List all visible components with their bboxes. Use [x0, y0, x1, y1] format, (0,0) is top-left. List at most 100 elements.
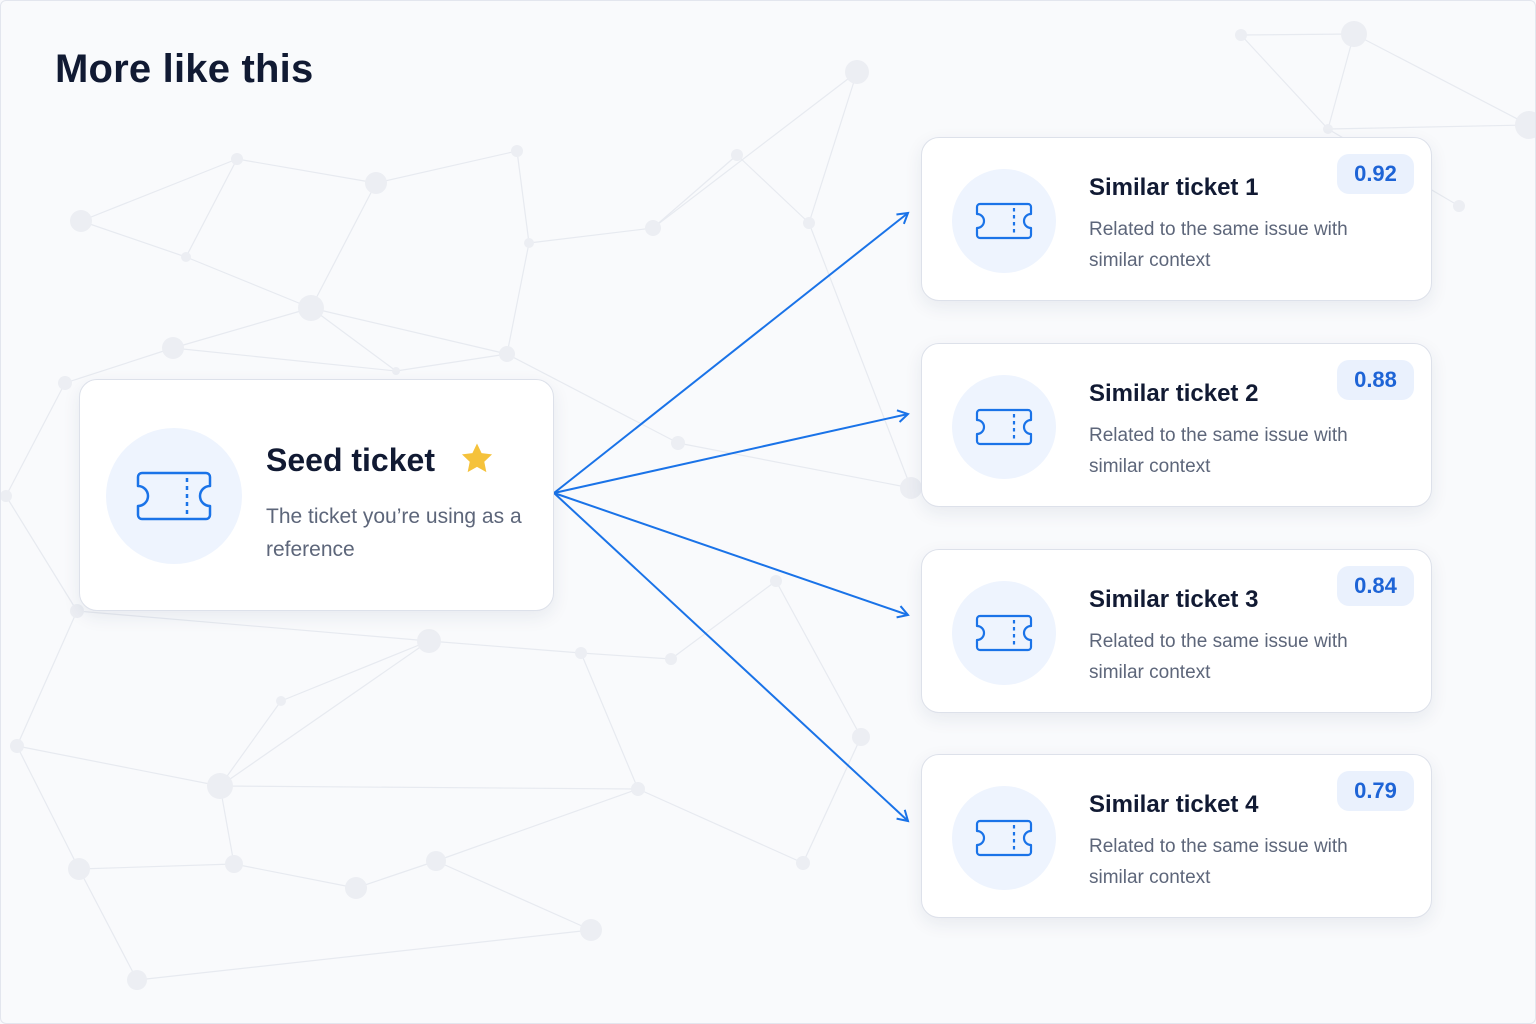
- network-edge: [677, 442, 912, 489]
- network-edge: [5, 382, 66, 497]
- network-node: [852, 728, 870, 746]
- network-node: [499, 346, 515, 362]
- network-edge: [219, 785, 235, 865]
- network-edge: [310, 307, 508, 355]
- network-node: [68, 858, 90, 880]
- network-edge: [185, 158, 238, 258]
- network-edge: [233, 863, 357, 889]
- network-edge: [76, 610, 430, 642]
- similarity-score-badge: 0.88: [1337, 360, 1414, 400]
- seed-ticket-icon-circle: [106, 428, 242, 564]
- similar-ticket-card-2[interactable]: Similar ticket 2 Related to the same iss…: [921, 343, 1432, 507]
- network-edge: [428, 640, 582, 654]
- similar-ticket-title: Similar ticket 2: [1089, 380, 1259, 407]
- network-node: [796, 856, 810, 870]
- network-node: [1453, 200, 1465, 212]
- similar-ticket-description: Related to the same issue with similar c…: [1089, 836, 1348, 888]
- network-node: [127, 970, 147, 990]
- ticket-icon: [975, 819, 1033, 857]
- network-edge: [808, 71, 858, 224]
- network-node: [345, 877, 367, 899]
- similar-ticket-icon-circle: [952, 786, 1056, 890]
- network-edge: [172, 307, 312, 349]
- similarity-score-badge: 0.79: [1337, 771, 1414, 811]
- network-edge: [172, 347, 397, 372]
- network-edge: [310, 307, 397, 372]
- network-node: [575, 647, 587, 659]
- similar-ticket-icon-circle: [952, 375, 1056, 479]
- network-node: [417, 629, 441, 653]
- network-edge: [185, 256, 312, 309]
- network-node: [665, 653, 677, 665]
- network-node: [645, 220, 661, 236]
- network-edge: [506, 242, 530, 355]
- similarity-score-badge: 0.92: [1337, 154, 1414, 194]
- network-edge: [808, 222, 912, 489]
- network-edge: [1240, 34, 1329, 130]
- ticket-icon: [975, 408, 1033, 446]
- network-edge: [652, 154, 738, 229]
- seed-ticket-card[interactable]: Seed ticket The ticket you’re using as a…: [79, 379, 554, 611]
- network-edge: [219, 700, 282, 787]
- similar-ticket-card-3[interactable]: Similar ticket 3 Related to the same iss…: [921, 549, 1432, 713]
- network-edge: [516, 150, 530, 244]
- network-node: [181, 252, 191, 262]
- network-edge: [310, 182, 377, 309]
- network-edge: [1240, 33, 1355, 36]
- network-node: [580, 919, 602, 941]
- network-edge: [236, 158, 377, 184]
- network-node: [1341, 21, 1367, 47]
- network-edge: [580, 652, 672, 660]
- network-edge: [355, 860, 437, 889]
- arrow-to-similar-ticket-3: [553, 492, 910, 619]
- network-edge: [395, 353, 508, 372]
- network-node: [231, 153, 243, 165]
- seed-ticket-description: The ticket you’re using as a reference: [266, 505, 522, 561]
- network-edge: [375, 150, 518, 184]
- network-edge: [16, 745, 80, 870]
- network-node: [803, 217, 815, 229]
- page-title: More like this: [55, 47, 314, 91]
- network-edge: [280, 640, 430, 702]
- network-node: [225, 855, 243, 873]
- network-node: [426, 851, 446, 871]
- similar-ticket-icon-circle: [952, 169, 1056, 273]
- network-node: [511, 145, 523, 157]
- network-edge: [80, 158, 238, 222]
- network-node: [70, 604, 84, 618]
- network-edge: [78, 868, 138, 981]
- network-edge: [219, 640, 430, 787]
- network-edge: [78, 863, 235, 870]
- network-node: [1, 490, 12, 502]
- similar-ticket-description: Related to the same issue with similar c…: [1089, 631, 1348, 683]
- network-node: [1235, 29, 1247, 41]
- network-node: [731, 149, 743, 161]
- network-node: [298, 295, 324, 321]
- similar-ticket-title: Similar ticket 3: [1089, 586, 1259, 613]
- similar-ticket-description: Related to the same issue with similar c…: [1089, 219, 1348, 271]
- network-node: [70, 210, 92, 232]
- network-node: [58, 376, 72, 390]
- network-node: [671, 436, 685, 450]
- network-node: [276, 696, 286, 706]
- network-edge: [435, 860, 592, 931]
- network-edge: [1327, 33, 1355, 130]
- similar-ticket-card-4[interactable]: Similar ticket 4 Related to the same iss…: [921, 754, 1432, 918]
- network-node: [1323, 124, 1333, 134]
- similar-ticket-description: Related to the same issue with similar c…: [1089, 425, 1348, 477]
- network-node: [392, 367, 400, 375]
- similar-ticket-card-1[interactable]: Similar ticket 1 Related to the same iss…: [921, 137, 1432, 301]
- network-edge: [802, 736, 862, 864]
- ticket-icon: [975, 614, 1033, 652]
- network-edge: [775, 580, 862, 738]
- network-edge: [435, 788, 639, 862]
- ticket-icon: [975, 202, 1033, 240]
- network-edge: [528, 227, 654, 244]
- arrow-to-similar-ticket-4: [553, 492, 910, 823]
- network-edge: [80, 220, 187, 258]
- network-node: [207, 773, 233, 799]
- network-node: [365, 172, 387, 194]
